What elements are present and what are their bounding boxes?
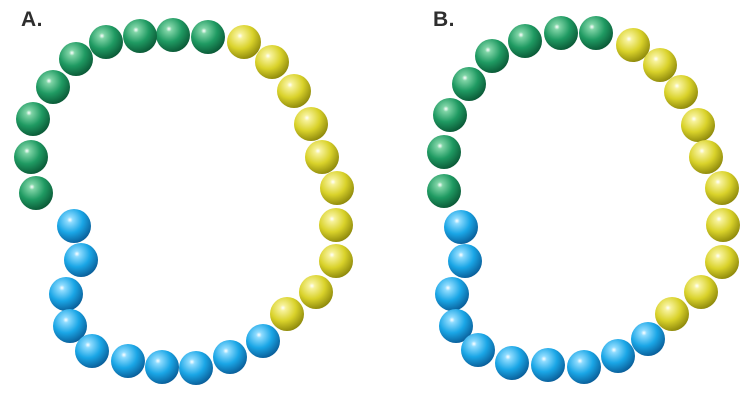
green-bead xyxy=(14,140,48,174)
panel-a-bead-ring xyxy=(14,18,354,385)
blue-bead xyxy=(461,333,495,367)
blue-bead xyxy=(57,209,91,243)
green-bead xyxy=(427,135,461,169)
blue-bead xyxy=(601,339,635,373)
blue-bead xyxy=(145,350,179,384)
yellow-bead xyxy=(681,108,715,142)
blue-bead xyxy=(567,350,601,384)
yellow-bead xyxy=(305,140,339,174)
blue-bead xyxy=(435,277,469,311)
yellow-bead xyxy=(655,297,689,331)
green-bead xyxy=(579,16,613,50)
blue-bead xyxy=(213,340,247,374)
green-bead xyxy=(508,24,542,58)
green-bead xyxy=(544,16,578,50)
green-bead xyxy=(19,176,53,210)
green-bead xyxy=(433,98,467,132)
green-bead xyxy=(452,67,486,101)
yellow-bead xyxy=(705,171,739,205)
blue-bead xyxy=(444,210,478,244)
green-bead xyxy=(16,102,50,136)
green-bead xyxy=(59,42,93,76)
green-bead xyxy=(123,19,157,53)
blue-bead xyxy=(495,346,529,380)
blue-bead xyxy=(246,324,280,358)
yellow-bead xyxy=(320,171,354,205)
yellow-bead xyxy=(277,74,311,108)
green-bead xyxy=(89,25,123,59)
green-bead xyxy=(427,174,461,208)
yellow-bead xyxy=(319,244,353,278)
green-bead xyxy=(191,20,225,54)
yellow-bead xyxy=(294,107,328,141)
green-bead xyxy=(475,39,509,73)
yellow-bead xyxy=(706,208,740,242)
blue-bead xyxy=(111,344,145,378)
blue-bead xyxy=(448,244,482,278)
yellow-bead xyxy=(684,275,718,309)
yellow-bead xyxy=(227,25,261,59)
blue-bead xyxy=(49,277,83,311)
blue-bead xyxy=(64,243,98,277)
green-bead xyxy=(156,18,190,52)
blue-bead xyxy=(531,348,565,382)
panel-b-bead-ring xyxy=(427,16,740,384)
yellow-bead xyxy=(643,48,677,82)
yellow-bead xyxy=(299,275,333,309)
yellow-bead xyxy=(319,208,353,242)
blue-bead xyxy=(179,351,213,385)
green-bead xyxy=(36,70,70,104)
blue-bead xyxy=(631,322,665,356)
yellow-bead xyxy=(270,297,304,331)
yellow-bead xyxy=(689,140,723,174)
yellow-bead xyxy=(255,45,289,79)
yellow-bead xyxy=(616,28,650,62)
yellow-bead xyxy=(705,245,739,279)
yellow-bead xyxy=(664,75,698,109)
blue-bead xyxy=(75,334,109,368)
